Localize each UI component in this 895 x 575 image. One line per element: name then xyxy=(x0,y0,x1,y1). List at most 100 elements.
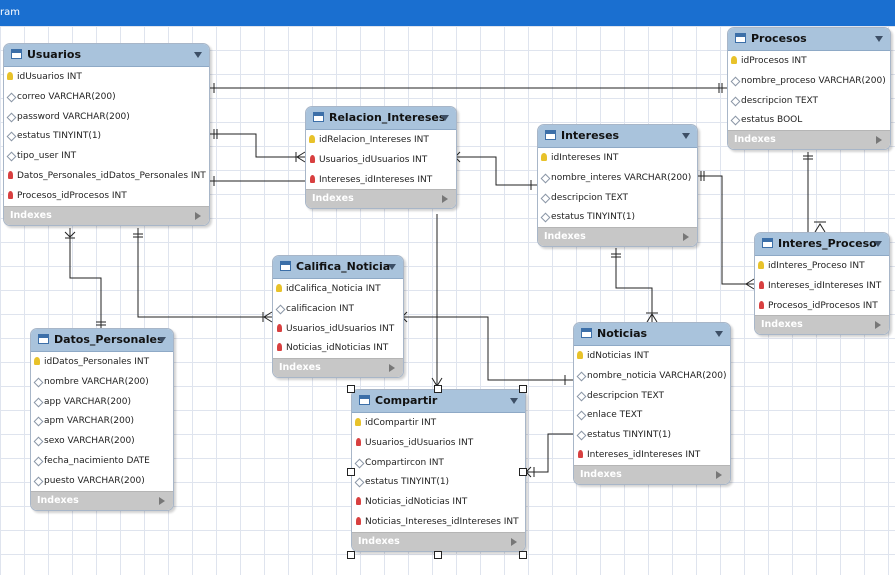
table-relacion-intereses[interactable]: Relacion_Intereses idRelacion_Intereses … xyxy=(305,106,457,210)
column-row[interactable]: idDatos_Personales INT xyxy=(31,352,173,372)
collapse-icon[interactable] xyxy=(158,337,166,343)
collapse-icon[interactable] xyxy=(875,36,883,42)
column-row[interactable]: puesto VARCHAR(200) xyxy=(31,471,173,491)
table-header[interactable]: Usuarios xyxy=(4,44,209,67)
column-row[interactable]: Usuarios_idUsuarios INT xyxy=(306,150,456,170)
column-row[interactable]: idNoticias INT xyxy=(574,346,730,366)
column-row[interactable]: nombre_interes VARCHAR(200) xyxy=(538,168,697,188)
expand-icon[interactable] xyxy=(389,364,395,373)
collapse-icon[interactable] xyxy=(874,241,882,247)
table-indexes[interactable]: Indexes xyxy=(306,189,456,209)
table-header[interactable]: Noticias xyxy=(574,323,730,346)
column-row[interactable]: fecha_nacimiento DATE xyxy=(31,451,173,471)
column-row[interactable]: descripcion TEXT xyxy=(574,386,730,406)
expand-icon[interactable] xyxy=(875,321,881,330)
resize-handle-left[interactable] xyxy=(347,468,355,476)
column-row[interactable]: estatus BOOL xyxy=(728,110,890,130)
table-indexes[interactable]: Indexes xyxy=(352,531,525,551)
table-indexes[interactable]: Indexes xyxy=(755,315,889,335)
table-indexes[interactable]: Indexes xyxy=(728,130,890,150)
column-row[interactable]: Procesos_idProcesos INT xyxy=(4,186,209,206)
column-row[interactable]: Intereses_idIntereses INT xyxy=(306,170,456,190)
column-row[interactable]: Noticias_Intereses_idIntereses INT xyxy=(352,512,525,532)
table-header[interactable]: Procesos xyxy=(728,28,890,51)
column-row[interactable]: Compartircon INT xyxy=(352,453,525,473)
expand-icon[interactable] xyxy=(195,211,201,220)
column-row[interactable]: password VARCHAR(200) xyxy=(4,107,209,127)
column-row[interactable]: sexo VARCHAR(200) xyxy=(31,431,173,451)
column-row[interactable]: apm VARCHAR(200) xyxy=(31,411,173,431)
column-row[interactable]: estatus TINYINT(1) xyxy=(352,472,525,492)
expand-icon[interactable] xyxy=(159,496,165,505)
column-row[interactable]: Intereses_idIntereses INT xyxy=(755,276,889,296)
column-row[interactable]: idCalifica_Noticia INT xyxy=(273,279,403,299)
collapse-icon[interactable] xyxy=(682,133,690,139)
table-header[interactable]: Califica_Noticia xyxy=(273,256,403,279)
expand-icon[interactable] xyxy=(876,136,882,145)
column-row[interactable]: idInteres_Proceso INT xyxy=(755,256,889,276)
collapse-icon[interactable] xyxy=(388,264,396,270)
resize-handle-top[interactable] xyxy=(434,385,442,393)
column-row[interactable]: app VARCHAR(200) xyxy=(31,392,173,412)
column-row[interactable]: descripcion TEXT xyxy=(538,188,697,208)
primary-key-icon xyxy=(731,56,737,64)
resize-handle-bottom-right[interactable] xyxy=(519,551,527,559)
column-row[interactable]: calificacion INT xyxy=(273,299,403,319)
column-row[interactable]: Noticias_idNoticias INT xyxy=(352,492,525,512)
column-row[interactable]: idIntereses INT xyxy=(538,148,697,168)
column-row[interactable]: enlace TEXT xyxy=(574,405,730,425)
column-row[interactable]: Usuarios_idUsuarios INT xyxy=(352,433,525,453)
expand-icon[interactable] xyxy=(442,195,448,204)
resize-handle-bottom[interactable] xyxy=(434,551,442,559)
table-header[interactable]: Interes_Proceso xyxy=(755,233,889,256)
collapse-icon[interactable] xyxy=(441,115,449,121)
column-row[interactable]: estatus TINYINT(1) xyxy=(4,126,209,146)
column-row[interactable]: descripcion TEXT xyxy=(728,91,890,111)
column-row[interactable]: idCompartir INT xyxy=(352,413,525,433)
column-row[interactable]: idProcesos INT xyxy=(728,51,890,71)
resize-handle-bottom-left[interactable] xyxy=(347,551,355,559)
resize-handle-top-left[interactable] xyxy=(347,385,355,393)
table-indexes[interactable]: Indexes xyxy=(574,464,730,484)
collapse-icon[interactable] xyxy=(194,52,202,58)
expand-icon[interactable] xyxy=(683,233,689,242)
table-indexes[interactable]: Indexes xyxy=(273,358,403,378)
expand-icon[interactable] xyxy=(511,537,517,546)
column-row[interactable]: estatus TINYINT(1) xyxy=(574,425,730,445)
table-header[interactable]: Datos_Personales xyxy=(31,329,173,352)
column-row[interactable]: idUsuarios INT xyxy=(4,67,209,87)
column-row[interactable]: nombre VARCHAR(200) xyxy=(31,372,173,392)
column-row[interactable]: tipo_user INT xyxy=(4,146,209,166)
column-row[interactable]: correo VARCHAR(200) xyxy=(4,87,209,107)
column-row[interactable]: nombre_noticia VARCHAR(200) xyxy=(574,366,730,386)
expand-icon[interactable] xyxy=(716,470,722,479)
column-row[interactable]: Procesos_idProcesos INT xyxy=(755,296,889,316)
resize-handle-right[interactable] xyxy=(519,468,527,476)
resize-handle-top-right[interactable] xyxy=(519,385,527,393)
collapse-icon[interactable] xyxy=(510,398,518,404)
column-row[interactable]: Intereses_idIntereses INT xyxy=(574,445,730,465)
column-row[interactable]: Noticias_idNoticias INT xyxy=(273,338,403,358)
column-row[interactable]: estatus TINYINT(1) xyxy=(538,207,697,227)
table-indexes[interactable]: Indexes xyxy=(31,490,173,510)
column-row[interactable]: idRelacion_Intereses INT xyxy=(306,130,456,150)
column-row[interactable]: Usuarios_idUsuarios INT xyxy=(273,319,403,339)
table-header[interactable]: Relacion_Intereses xyxy=(306,107,456,130)
table-indexes[interactable]: Indexes xyxy=(4,205,209,225)
table-indexes[interactable]: Indexes xyxy=(538,227,697,247)
column-name: app VARCHAR(200) xyxy=(44,396,132,407)
column-row[interactable]: nombre_proceso VARCHAR(200) xyxy=(728,71,890,91)
table-header[interactable]: Intereses xyxy=(538,125,697,148)
column-row[interactable]: Datos_Personales_idDatos_Personales INT xyxy=(4,166,209,186)
collapse-icon[interactable] xyxy=(715,331,723,337)
table-header[interactable]: Compartir xyxy=(352,390,525,413)
